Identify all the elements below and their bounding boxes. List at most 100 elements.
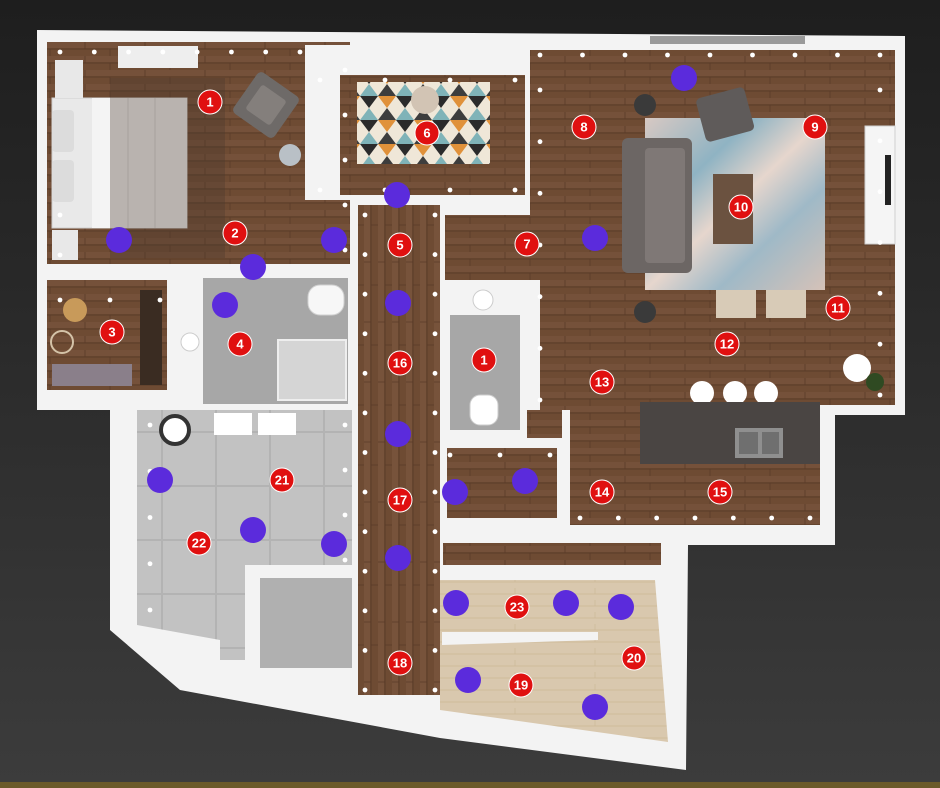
marker-room-22: 22 xyxy=(186,530,212,556)
marker-room-14: 14 xyxy=(589,479,615,505)
spotlight-dot xyxy=(263,49,269,55)
spotlight-dot xyxy=(877,240,883,245)
marker-room-1-bedroom: 1 xyxy=(197,89,223,115)
spotlight-dot xyxy=(537,87,543,93)
sensor-dot xyxy=(212,292,238,318)
marker-circle xyxy=(387,350,413,376)
marker-circle xyxy=(571,114,597,140)
spotlight-dot xyxy=(877,87,883,93)
spotlight-dot xyxy=(877,392,883,398)
marker-room-12: 12 xyxy=(714,331,740,357)
spotlight-dot xyxy=(432,212,438,218)
spotlight-dot xyxy=(877,341,883,347)
spotlights xyxy=(57,49,883,693)
spotlight-dot xyxy=(432,291,438,297)
room-number: 20 xyxy=(627,651,641,666)
partition-wall xyxy=(442,632,598,645)
pouf-icon xyxy=(411,86,439,114)
marker-room-21: 21 xyxy=(269,467,295,493)
marker-circle xyxy=(825,295,851,321)
bottom-strip xyxy=(0,782,940,788)
ottoman-icon xyxy=(716,290,806,318)
spotlight-dot xyxy=(877,52,883,58)
spotlight-dot xyxy=(157,297,163,303)
spotlight-dot xyxy=(317,77,323,83)
bench-icon xyxy=(258,413,296,435)
strip-floor xyxy=(443,543,661,565)
marker-circle xyxy=(387,487,413,513)
room-number: 1 xyxy=(206,95,213,110)
marker-room-15: 15 xyxy=(707,479,733,505)
chair-icon xyxy=(50,290,162,386)
spotlight-dot xyxy=(537,190,543,196)
marker-circle xyxy=(589,369,615,395)
marker-room-16: 16 xyxy=(387,350,413,376)
spotlight-dot xyxy=(537,397,543,403)
spotlight-dot xyxy=(342,67,348,73)
sensors xyxy=(106,65,697,720)
side-table-icon xyxy=(279,144,301,166)
marker-room-19: 19 xyxy=(508,672,534,698)
room-number: 6 xyxy=(423,126,430,141)
marker-circle xyxy=(227,331,253,357)
spotlight-dot xyxy=(362,648,368,653)
spotlight-dot xyxy=(57,252,63,258)
sensor-dot xyxy=(147,467,173,493)
spotlight-dot xyxy=(707,52,713,58)
closet-step xyxy=(527,410,562,438)
spotlight-dot xyxy=(432,450,438,455)
marker-room-23: 23 xyxy=(504,594,530,620)
spotlight-dot xyxy=(147,422,153,428)
spotlight-dot xyxy=(537,294,543,300)
spotlight-dot xyxy=(692,515,698,521)
toilet-icon xyxy=(469,394,499,426)
spotlight-dot xyxy=(362,252,368,257)
spotlight-dot xyxy=(362,687,368,693)
spotlight-dot xyxy=(537,345,543,351)
shower-icon xyxy=(277,339,347,401)
room-number: 14 xyxy=(595,485,610,500)
marker-room-6: 6 xyxy=(414,120,440,146)
spotlight-dot xyxy=(432,331,438,337)
room-number: 15 xyxy=(713,485,727,500)
room-number: 17 xyxy=(393,493,407,508)
spotlight-dot xyxy=(432,410,438,416)
spotlight-dot xyxy=(91,49,97,55)
tv-console-icon xyxy=(864,125,896,245)
marker-room-9: 9 xyxy=(802,114,828,140)
spotlight-dot xyxy=(432,489,438,495)
marker-circle xyxy=(802,114,828,140)
room-number: 3 xyxy=(108,325,115,340)
sensor-dot xyxy=(443,590,469,616)
marker-circle xyxy=(508,672,534,698)
spotlight-dot xyxy=(126,49,131,55)
spotlight-dot xyxy=(577,515,583,521)
spotlight-dot xyxy=(362,489,368,495)
sink-icon xyxy=(472,289,494,311)
spotlight-dot xyxy=(622,52,628,58)
room-number: 16 xyxy=(393,356,407,371)
spotlight-dot xyxy=(362,450,368,455)
marker-circle xyxy=(387,650,413,676)
spotlight-dot xyxy=(362,291,368,297)
room-number: 9 xyxy=(811,120,818,135)
spotlight-dot xyxy=(160,49,166,55)
spotlight-dot xyxy=(807,515,813,521)
sensor-dot xyxy=(455,667,481,693)
spotlight-dot xyxy=(362,212,368,218)
spotlight-dot xyxy=(57,297,63,303)
sensor-dot xyxy=(106,227,132,253)
floor-lamp-icon xyxy=(843,354,871,382)
spotlight-dot xyxy=(654,515,660,521)
marker-room-17: 17 xyxy=(387,487,413,513)
spotlight-dot xyxy=(665,52,670,58)
spotlight-dot xyxy=(835,52,840,58)
marker-room-8: 8 xyxy=(571,114,597,140)
spotlight-dot xyxy=(342,247,348,253)
spotlight-dot xyxy=(57,49,63,55)
spotlight-dot xyxy=(447,77,453,83)
spotlight-dot xyxy=(877,189,883,195)
spotlight-dot xyxy=(497,452,503,458)
